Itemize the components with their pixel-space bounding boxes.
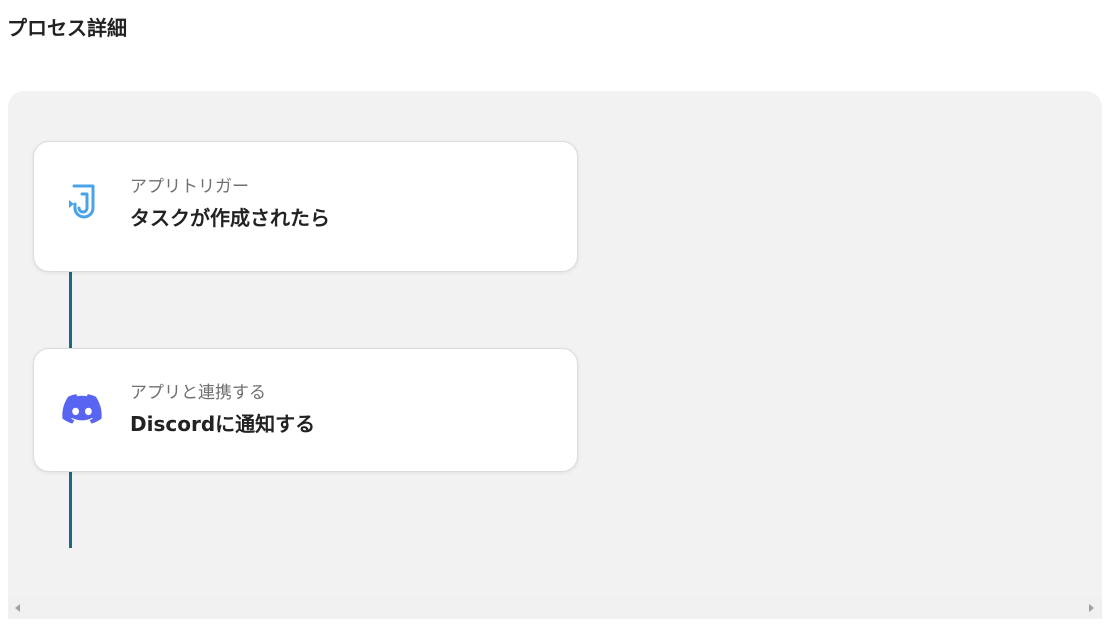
discord-icon [62,389,102,429]
scroll-left-icon[interactable] [15,604,20,612]
flow-panel: アプリトリガー タスクが作成されたら アプリと連携する Discordに通知する [8,91,1102,619]
trigger-step-card[interactable]: アプリトリガー タスクが作成されたら [33,141,578,272]
scroll-right-icon[interactable] [1089,604,1094,612]
step-label: アプリトリガー [130,177,249,197]
action-step-text: アプリと連携する Discordに通知する [130,381,315,439]
flow-connector [69,272,72,349]
step-title: タスクが作成されたら [130,206,330,230]
horizontal-scrollbar[interactable] [8,598,1102,618]
step-label: アプリと連携する [130,383,266,403]
step-title: Discordに通知する [130,412,316,436]
page-title: プロセス詳細 [7,16,127,40]
flow-connector [69,472,72,548]
action-step-card[interactable]: アプリと連携する Discordに通知する [33,348,578,472]
jooto-app-icon [62,182,102,222]
trigger-step-text: アプリトリガー タスクが作成されたら [130,175,330,233]
